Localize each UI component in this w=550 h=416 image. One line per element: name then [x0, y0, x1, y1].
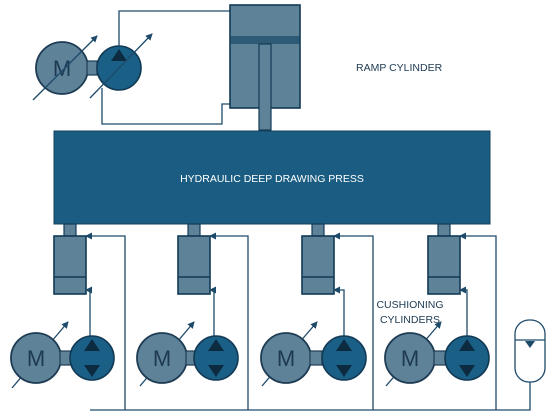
ramp-motor: M: [35, 41, 89, 95]
cushion-motor-1-label: M: [27, 346, 45, 371]
hydraulic-accumulator: [514, 319, 546, 383]
cushioning-label-line2: CYLINDERS: [380, 314, 440, 326]
cushioning-cylinder-1: [53, 223, 87, 295]
ramp-motor-variable-arrow: [32, 35, 98, 101]
cushion-motor-3-label: M: [277, 346, 295, 371]
cushion-lines-1: [85, 232, 126, 410]
bottom-manifold-line: [90, 380, 531, 411]
cushion-lines-3: [333, 232, 374, 410]
ramp-coupling: [86, 60, 98, 76]
cushioning-label-line1: CUSHIONING: [376, 299, 443, 311]
deep-drawing-press: [53, 130, 491, 225]
ramp-cylinder-label: RAMP CYLINDER: [356, 62, 443, 74]
cushion-lines-2: [209, 232, 249, 410]
press-label: HYDRAULIC DEEP DRAWING PRESS: [180, 173, 364, 185]
cushion-motor-4-label: M: [401, 346, 419, 371]
cushioning-cylinder-4: [427, 223, 461, 295]
cushion-lines-4: [459, 232, 497, 410]
cushion-drive-1: M: [10, 321, 115, 389]
ramp-supply-line: [118, 7, 241, 46]
ramp-return-line: [101, 88, 241, 125]
cushioning-cylinder-2: [177, 223, 211, 295]
cushion-drive-2: M: [136, 321, 239, 387]
ramp-pump-variable-arrow: [89, 33, 153, 99]
cushioning-cylinder-3: [301, 223, 335, 295]
ramp-cylinder: [229, 4, 301, 131]
cushion-drive-3: M: [260, 321, 367, 387]
cushion-motor-2-label: M: [153, 346, 171, 371]
cushion-drive-4: M: [384, 321, 490, 387]
